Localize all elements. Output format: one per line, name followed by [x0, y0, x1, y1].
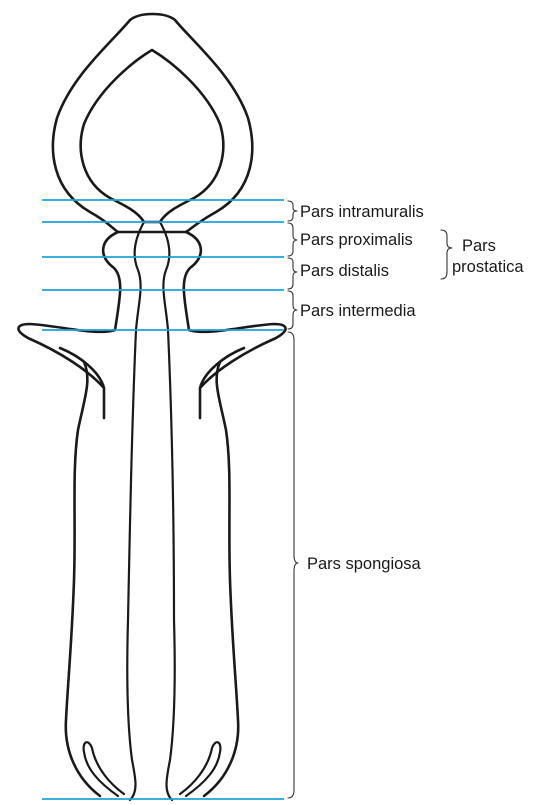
- urethral-lumen-left-wall: [127, 222, 144, 800]
- label-pars-prostatica-line2: prostatica: [452, 258, 524, 276]
- brace-intramuralis: [288, 201, 297, 221]
- penis-right-shaft: [204, 362, 238, 796]
- brace-proximalis: [288, 223, 297, 256]
- urethral-lumen-right-wall: [160, 222, 175, 800]
- penis-left-outer-contour: [18, 324, 115, 418]
- label-pars-proximalis: Pars proximalis: [300, 231, 413, 249]
- brace-distalis: [288, 258, 297, 289]
- brace-prostatica: [441, 230, 452, 279]
- brace-intermedia: [288, 291, 297, 329]
- penis-right-outer-contour: [189, 324, 286, 418]
- label-pars-prostatica-line1: Pars: [462, 237, 496, 255]
- label-pars-distalis: Pars distalis: [300, 262, 389, 280]
- label-pars-spongiosa: Pars spongiosa: [307, 555, 422, 573]
- label-pars-intramuralis: Pars intramuralis: [300, 203, 424, 221]
- prostate-left-contour: [103, 232, 120, 330]
- bladder-lumen: [81, 50, 224, 222]
- label-pars-intermedia: Pars intermedia: [300, 302, 416, 320]
- prostate-right-contour: [184, 232, 201, 330]
- penis-left-shaft: [66, 362, 100, 796]
- brace-spongiosa: [288, 332, 298, 798]
